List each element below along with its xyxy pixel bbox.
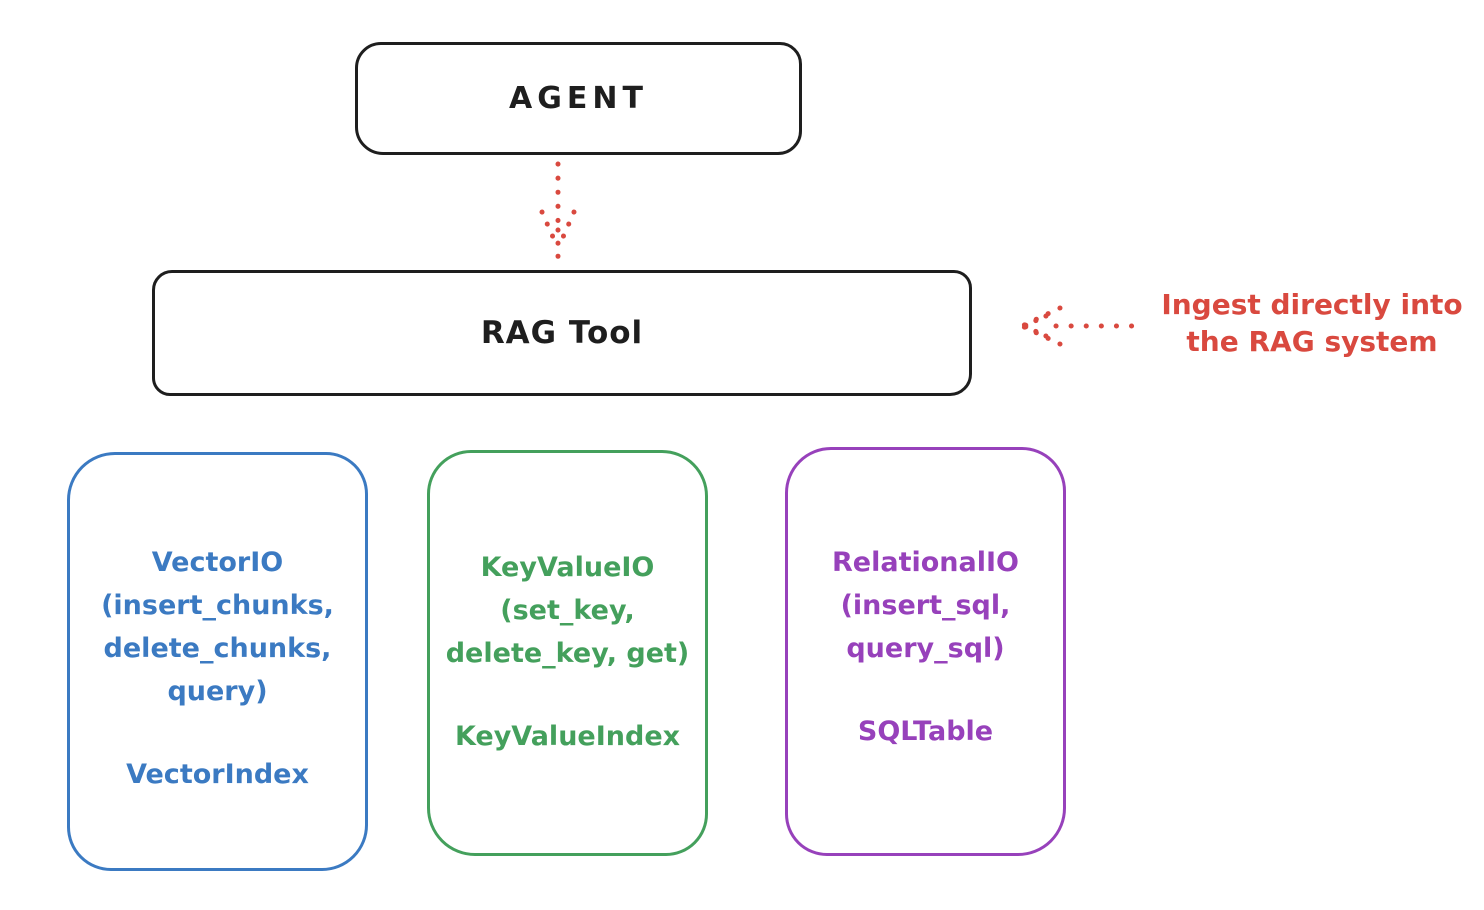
backend-line: RelationalIO [832, 547, 1019, 578]
ingest-annotation-line2: the RAG system [1186, 325, 1438, 358]
dashed-arrow-down-icon [539, 161, 577, 263]
sql-table-label: SQLTable [857, 716, 994, 747]
backend-line: (set_key, [500, 595, 635, 626]
backend-line: (insert_chunks, [101, 590, 334, 621]
dashed-arrow-left-icon [1019, 305, 1141, 347]
relational-io-node: RelationalIO (insert_sql, query_sql) SQL… [785, 447, 1066, 856]
agent-label: AGENT [509, 81, 648, 116]
backend-line: (insert_sql, [840, 590, 1011, 621]
vector-io-node: VectorIO (insert_chunks, delete_chunks, … [67, 452, 368, 871]
agent-node: AGENT [355, 42, 802, 155]
backend-line: KeyValueIO [480, 552, 655, 583]
backend-line: query_sql) [846, 633, 1005, 664]
keyvalue-index-label: KeyValueIndex [454, 721, 681, 752]
vector-io-methods: VectorIO (insert_chunks, delete_chunks, … [101, 541, 334, 713]
backend-line: query) [167, 676, 268, 707]
ingest-annotation: Ingest directly into the RAG system [1138, 286, 1484, 360]
backend-line: delete_key, get) [445, 638, 690, 669]
backend-line: delete_chunks, [103, 633, 332, 664]
keyvalue-io-methods: KeyValueIO (set_key, delete_key, get) [446, 546, 690, 675]
rag-tool-label: RAG Tool [480, 315, 644, 351]
keyvalue-io-node: KeyValueIO (set_key, delete_key, get) Ke… [427, 450, 708, 856]
rag-tool-node: RAG Tool [152, 270, 972, 396]
backend-line: VectorIO [151, 547, 284, 578]
vector-index-label: VectorIndex [126, 759, 309, 790]
ingest-annotation-line1: Ingest directly into [1161, 288, 1463, 321]
relational-io-methods: RelationalIO (insert_sql, query_sql) [832, 541, 1019, 670]
